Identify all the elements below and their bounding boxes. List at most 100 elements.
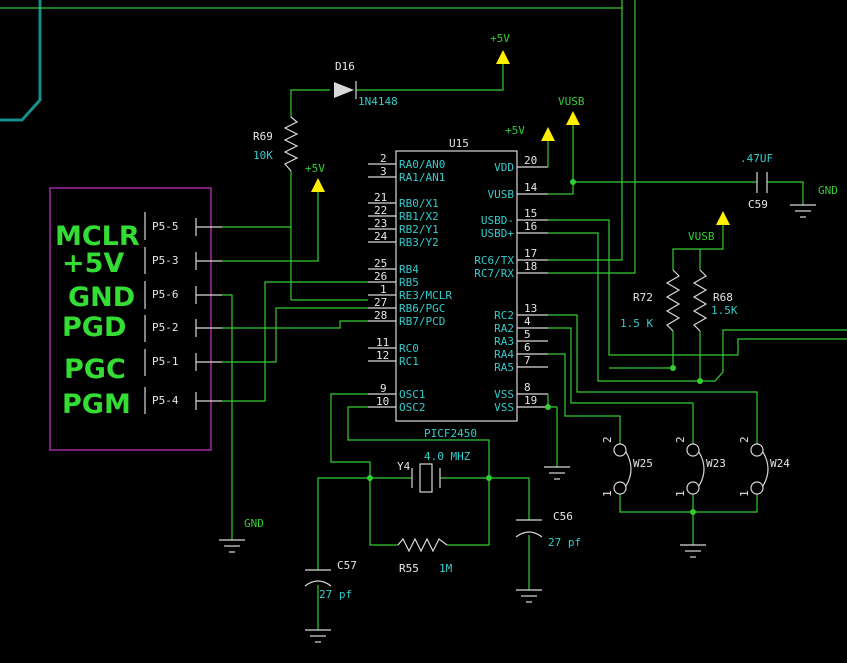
vusb-wires <box>548 125 804 205</box>
pin-name: RA0/AN0 <box>399 158 445 171</box>
pin-name: RB5 <box>399 276 419 289</box>
pin-name: RC0 <box>399 342 419 355</box>
pin-name: VSS <box>494 401 514 414</box>
net-5v-header: +5V <box>305 162 325 175</box>
d16-ref: D16 <box>335 60 355 73</box>
junction-dot <box>367 475 373 481</box>
oscillator-wires <box>317 393 530 630</box>
pin-name: RE3/MCLR <box>399 289 452 302</box>
gnd-c59-label: GND <box>818 184 838 197</box>
resistor-r72 <box>665 269 681 332</box>
jumper-w25 <box>613 443 632 495</box>
u15-ref: U15 <box>449 137 469 150</box>
c57-ref: C57 <box>337 559 357 572</box>
w23-ref: W23 <box>706 457 726 470</box>
pin-number: 15 <box>524 207 537 220</box>
pin-number: 13 <box>524 302 537 315</box>
crystal-y4 <box>411 463 441 493</box>
r69-value: 10K <box>253 149 273 162</box>
u15-body <box>395 150 518 422</box>
header-pin-label: P5-3 <box>152 254 179 267</box>
pin-name: RA1/AN1 <box>399 171 445 184</box>
pin-name: RB4 <box>399 263 419 276</box>
header-pin-label: P5-1 <box>152 355 179 368</box>
pin-name: RB7/PCD <box>399 315 445 328</box>
pin-number: 21 <box>374 191 387 204</box>
pin-number: 4 <box>524 315 531 328</box>
u15-left-pin-names: RA0/AN0 RA1/AN1 RB0/X1 RB1/X2 RB2/Y1 RB3… <box>399 158 452 414</box>
pin-number: 1 <box>380 283 387 296</box>
junction-dot <box>545 404 551 410</box>
w24-ref: W24 <box>770 457 790 470</box>
pin-number: 20 <box>524 154 537 167</box>
r68-ref: R68 <box>713 291 733 304</box>
header-signal-5v: +5V <box>62 248 124 279</box>
junction-dot <box>690 509 696 515</box>
pin-number: 8 <box>524 381 531 394</box>
c56-ref: C56 <box>553 510 573 523</box>
header-signal-mclr: MCLR <box>55 221 140 252</box>
d16-value: 1N4148 <box>358 95 398 108</box>
resistor-r68 <box>692 269 708 332</box>
c59-ref: C59 <box>748 198 768 211</box>
pin-name: RC1 <box>399 355 419 368</box>
r55-ref: R55 <box>399 562 419 575</box>
r69-ref: R69 <box>253 130 273 143</box>
jumper-pin-labels: 2 1 2 1 2 1 <box>601 436 751 497</box>
pin-number: 12 <box>376 349 389 362</box>
jumper-pin-label: 2 <box>738 436 751 443</box>
jumper-pin-label: 2 <box>601 436 614 443</box>
pin-number: 23 <box>374 217 387 230</box>
net-5v-vdd: +5V <box>505 124 525 137</box>
pin-name: RA4 <box>494 348 514 361</box>
w25-ref: W25 <box>633 457 653 470</box>
jumper-wires <box>548 314 758 545</box>
junction-dot <box>697 378 703 384</box>
capacitor-c56 <box>515 519 543 538</box>
u15-right-pin-names: VDD VUSB USBD- USBD+ RC6/TX RC7/RX RC2 R… <box>474 161 514 414</box>
usb-pullup-wires <box>609 225 724 381</box>
pin-number: 19 <box>524 394 537 407</box>
gnd-header-label: GND <box>244 517 264 530</box>
pin-number: 25 <box>374 257 387 270</box>
capacitor-c57 <box>304 569 332 587</box>
pin-number: 14 <box>524 181 538 194</box>
pin-number: 26 <box>374 270 387 283</box>
r72-value: 1.5 K <box>620 317 653 330</box>
pin-name: RA2 <box>494 322 514 335</box>
jumper-w24 <box>750 443 769 495</box>
header-signal-pgc: PGC <box>64 354 126 385</box>
junction-dot <box>486 475 492 481</box>
pin-number: 2 <box>380 152 387 165</box>
pin-number: 3 <box>380 165 387 178</box>
pin-number: 6 <box>524 341 531 354</box>
resistor-r55 <box>397 537 448 553</box>
pin-name: VUSB <box>488 188 515 201</box>
r68-value: 1.5K <box>711 304 738 317</box>
pin-number: 17 <box>524 247 537 260</box>
ground-symbol <box>305 629 331 643</box>
power-arrow-5v <box>496 50 510 64</box>
net-vusb-2: VUSB <box>688 230 715 243</box>
pin-name: RC2 <box>494 309 514 322</box>
diode-d16 <box>334 81 357 99</box>
ground-symbol <box>790 204 816 218</box>
pin-number: 10 <box>376 395 389 408</box>
pin-name: RA5 <box>494 361 514 374</box>
bus-trace <box>0 0 42 122</box>
c57-value: 27 pf <box>319 588 352 601</box>
header-signal-pgm: PGM <box>62 389 131 420</box>
header-box <box>49 187 212 451</box>
header-signal-pgd: PGD <box>62 312 126 343</box>
pin-number: 22 <box>374 204 387 217</box>
header-pin-label: P5-6 <box>152 288 179 301</box>
power-arrow-vusb <box>716 211 730 225</box>
header-pin-label: P5-2 <box>152 321 179 334</box>
u15-right-pin-numbers: 20 14 15 16 17 18 13 4 5 6 7 8 19 <box>524 154 538 407</box>
u15-left-pin-numbers: 2 3 21 22 23 24 25 26 1 27 28 11 12 9 10 <box>374 152 389 408</box>
y4-value: 4.0 MHZ <box>424 450 471 463</box>
ground-symbol <box>516 589 542 603</box>
c59-value: .47UF <box>740 152 773 165</box>
pin-name: USBD+ <box>481 227 514 240</box>
